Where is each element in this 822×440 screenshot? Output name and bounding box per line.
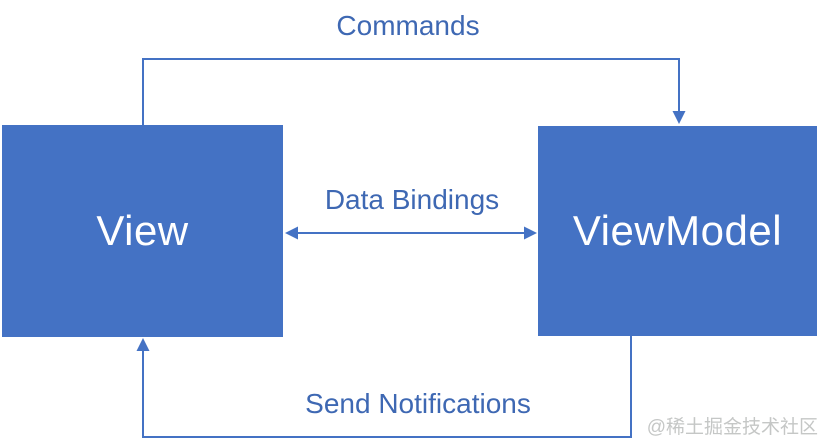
- commands-arrow-label: Commands: [336, 10, 480, 41]
- data-bindings-arrow-label: Data Bindings: [324, 184, 500, 215]
- data-bindings-arrow: [285, 226, 537, 240]
- arrowhead-right-icon: [524, 226, 537, 240]
- send-notifications-arrow: [136, 336, 632, 438]
- commands-arrow: [142, 58, 686, 125]
- viewmodel-box: ViewModel: [538, 126, 817, 336]
- send-notifications-arrow-label: Send Notifications: [305, 388, 531, 419]
- view-box: View: [2, 125, 283, 337]
- viewmodel-box-label: ViewModel: [572, 207, 783, 254]
- watermark: @稀土掘金技术社区: [646, 417, 818, 438]
- arrowhead-up-icon: [136, 338, 150, 351]
- view-box-label: View: [96, 207, 189, 254]
- arrowhead-down-icon: [672, 111, 686, 124]
- arrowhead-left-icon: [285, 226, 298, 240]
